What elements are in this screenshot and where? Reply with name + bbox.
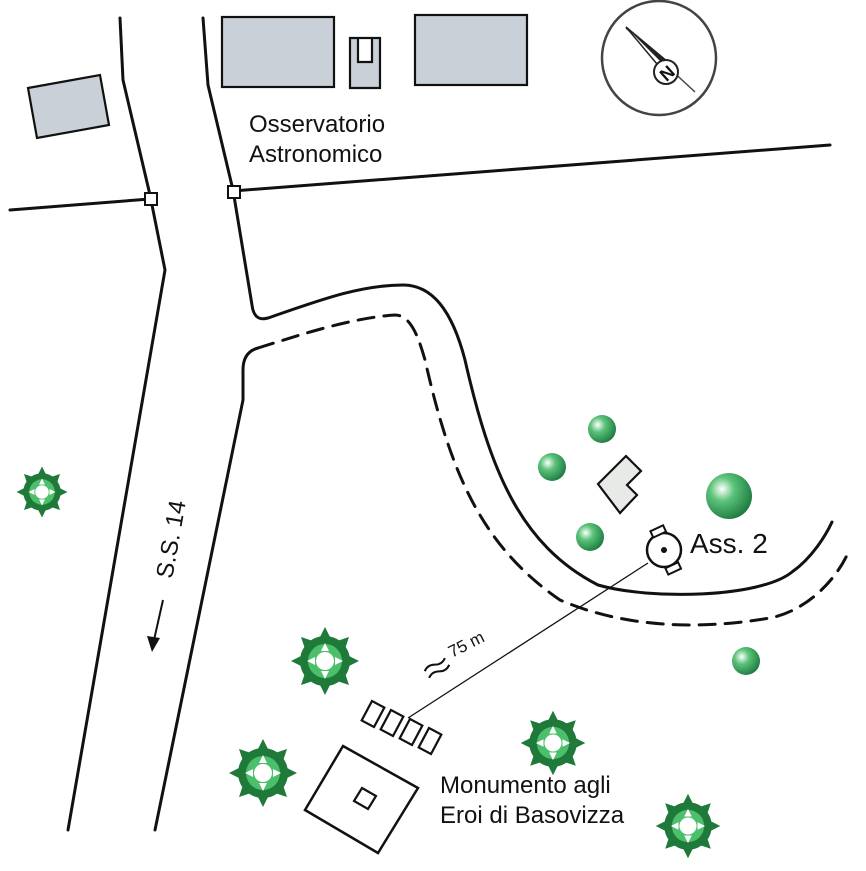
tree-leafy [291, 627, 359, 695]
building-right [413, 13, 529, 87]
road-label: S.S. 14 [152, 498, 192, 580]
tree-leafy [229, 739, 297, 807]
observatory-label: Osservatorio [249, 111, 385, 138]
cross-road-right [231, 143, 832, 193]
building-left [220, 15, 336, 89]
station-ass2 [645, 523, 683, 576]
tree-round-large [706, 473, 752, 519]
observatory-label-2: Astronomico [249, 141, 382, 168]
monument-slabs [360, 699, 443, 756]
marker-east [227, 185, 241, 199]
road-ss14-west-edge [66, 16, 167, 832]
tree-round [732, 647, 760, 675]
path-dashed [256, 313, 852, 627]
monument-label: Monumento agli [440, 772, 611, 799]
road-arrow-head [147, 636, 160, 652]
tree-leafy [16, 466, 68, 518]
building-l-shape [596, 454, 643, 515]
monument-label-2: Eroi di Basovizza [440, 802, 625, 829]
tree-round [576, 523, 604, 551]
road-ss14-east-edge [201, 16, 834, 596]
tree-round [538, 453, 566, 481]
distance-line [407, 562, 649, 719]
tree-round [588, 415, 616, 443]
observatory-tower [348, 36, 382, 90]
cross-road-left [8, 197, 152, 212]
building-far-left [26, 73, 111, 140]
monument-center [352, 786, 378, 811]
compass: N [600, 0, 718, 117]
marker-west [144, 192, 158, 206]
distance-label: 75 m [445, 627, 487, 661]
tree-leafy [520, 710, 586, 776]
tree-leafy [655, 793, 721, 859]
road-label-group: S.S. 14 [152, 498, 192, 580]
road-ss14-east-lower [153, 346, 260, 832]
road-direction-arrow [153, 599, 164, 641]
station-label: Ass. 2 [690, 528, 768, 559]
approx-symbol [423, 657, 451, 679]
